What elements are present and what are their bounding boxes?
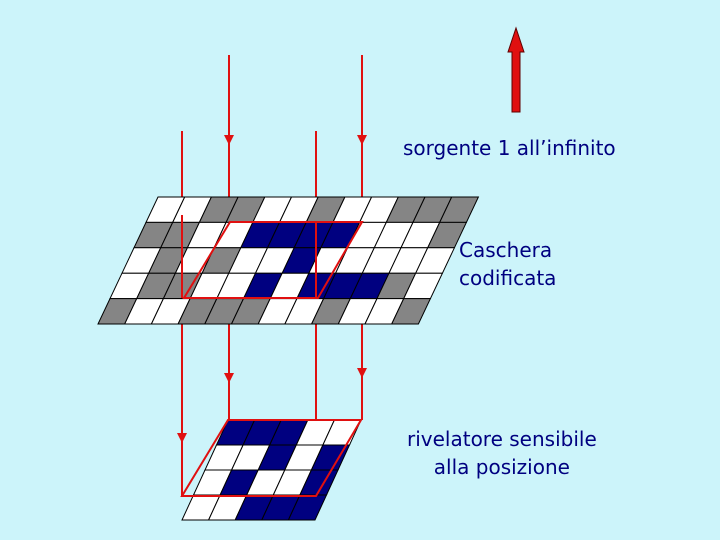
rays-through-mask bbox=[181, 215, 317, 298]
detector-label: rivelatore sensibile alla posizione bbox=[407, 425, 597, 481]
detector-outline bbox=[180, 419, 363, 497]
mask-label-line-1: Caschera bbox=[459, 238, 553, 262]
detector-label-line-1: rivelatore sensibile bbox=[407, 427, 597, 451]
mask-label: Caschera codificata bbox=[459, 236, 556, 292]
mask-label-line-2: codificata bbox=[459, 266, 557, 290]
mask-projection-outline bbox=[182, 221, 364, 299]
detector-label-line-2: alla posizione bbox=[433, 455, 570, 479]
coded-mask bbox=[97, 196, 480, 325]
arrow-up-icon bbox=[507, 26, 525, 113]
mask-cell bbox=[390, 298, 432, 325]
source-label: sorgente 1 all’infinito bbox=[403, 136, 616, 160]
position-sensitive-detector bbox=[180, 419, 363, 521]
